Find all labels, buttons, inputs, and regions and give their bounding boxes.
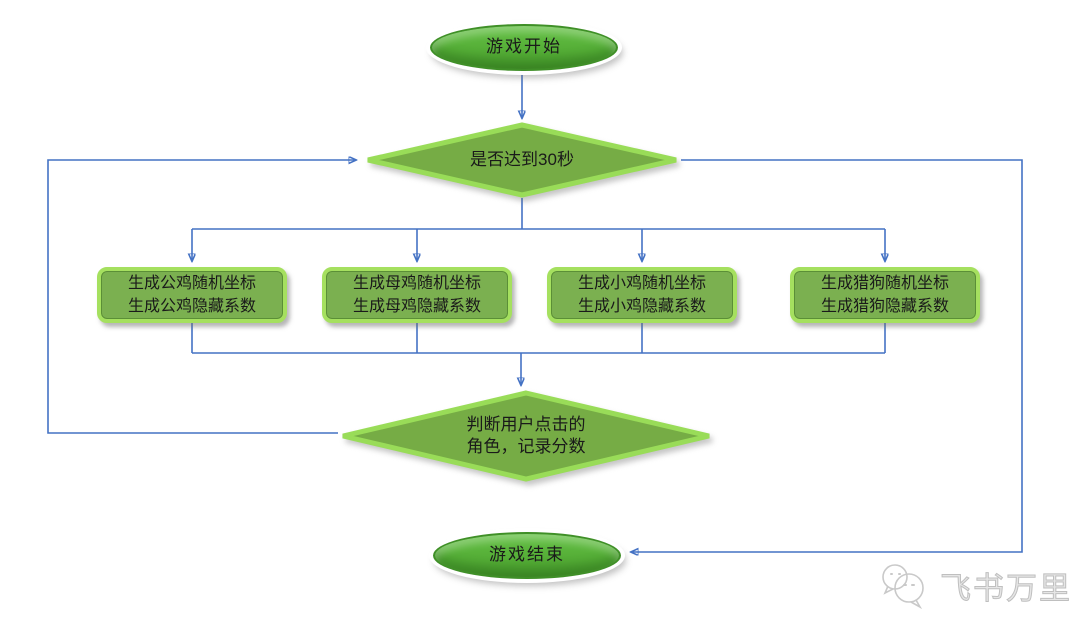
- node-gen-hen-label: 生成母鸡随机坐标 生成母鸡隐藏系数: [353, 272, 481, 318]
- gen-rooster-line1: 生成公鸡随机坐标: [127, 275, 256, 292]
- chat-bubbles-icon: [878, 560, 930, 610]
- node-gen-chick-label: 生成小鸡随机坐标 生成小鸡隐藏系数: [578, 272, 706, 318]
- gen-chick-line1: 生成小鸡随机坐标: [577, 275, 706, 292]
- edge-to-end: [631, 159, 1023, 552]
- gen-hen-line1: 生成母鸡随机坐标: [352, 275, 481, 292]
- node-end: 游戏结束: [433, 532, 621, 579]
- node-decision-timer-label: 是否达到30秒: [470, 149, 574, 169]
- gen-hound-line2: 生成猎狗隐藏系数: [820, 298, 949, 315]
- gen-chick-line2: 生成小鸡隐藏系数: [577, 298, 706, 315]
- watermark: 飞书万里: [878, 560, 1071, 610]
- node-end-label: 游戏结束: [489, 545, 565, 565]
- decision-click-line1: 判断用户点击的: [466, 414, 586, 434]
- diamond-shape: [367, 122, 677, 198]
- gen-hen-line2: 生成母鸡隐藏系数: [352, 298, 481, 315]
- node-decision-click: 判断用户点击的 角色，记录分数: [338, 390, 714, 482]
- gen-rooster-line2: 生成公鸡隐藏系数: [127, 298, 256, 315]
- diamond-shape: [342, 390, 710, 482]
- node-gen-hound: 生成猎狗随机坐标 生成猎狗隐藏系数: [790, 267, 980, 323]
- watermark-text: 飞书万里: [940, 570, 1071, 606]
- node-start: 游戏开始: [430, 24, 618, 71]
- node-start-label: 游戏开始: [486, 37, 562, 57]
- gen-hound-line1: 生成猎狗随机坐标: [820, 275, 949, 292]
- node-decision-timer: 是否达到30秒: [363, 122, 681, 198]
- node-gen-rooster-label: 生成公鸡随机坐标 生成公鸡隐藏系数: [128, 272, 256, 318]
- node-gen-hound-label: 生成猎狗随机坐标 生成猎狗隐藏系数: [821, 272, 949, 318]
- decision-click-line2: 角色，记录分数: [466, 437, 586, 456]
- node-decision-click-label: 判断用户点击的 角色，记录分数: [467, 414, 586, 459]
- node-gen-hen: 生成母鸡随机坐标 生成母鸡隐藏系数: [322, 267, 512, 323]
- node-gen-chick: 生成小鸡随机坐标 生成小鸡隐藏系数: [547, 267, 737, 323]
- node-gen-rooster: 生成公鸡随机坐标 生成公鸡隐藏系数: [97, 267, 287, 323]
- edge-loop-back: [47, 160, 356, 434]
